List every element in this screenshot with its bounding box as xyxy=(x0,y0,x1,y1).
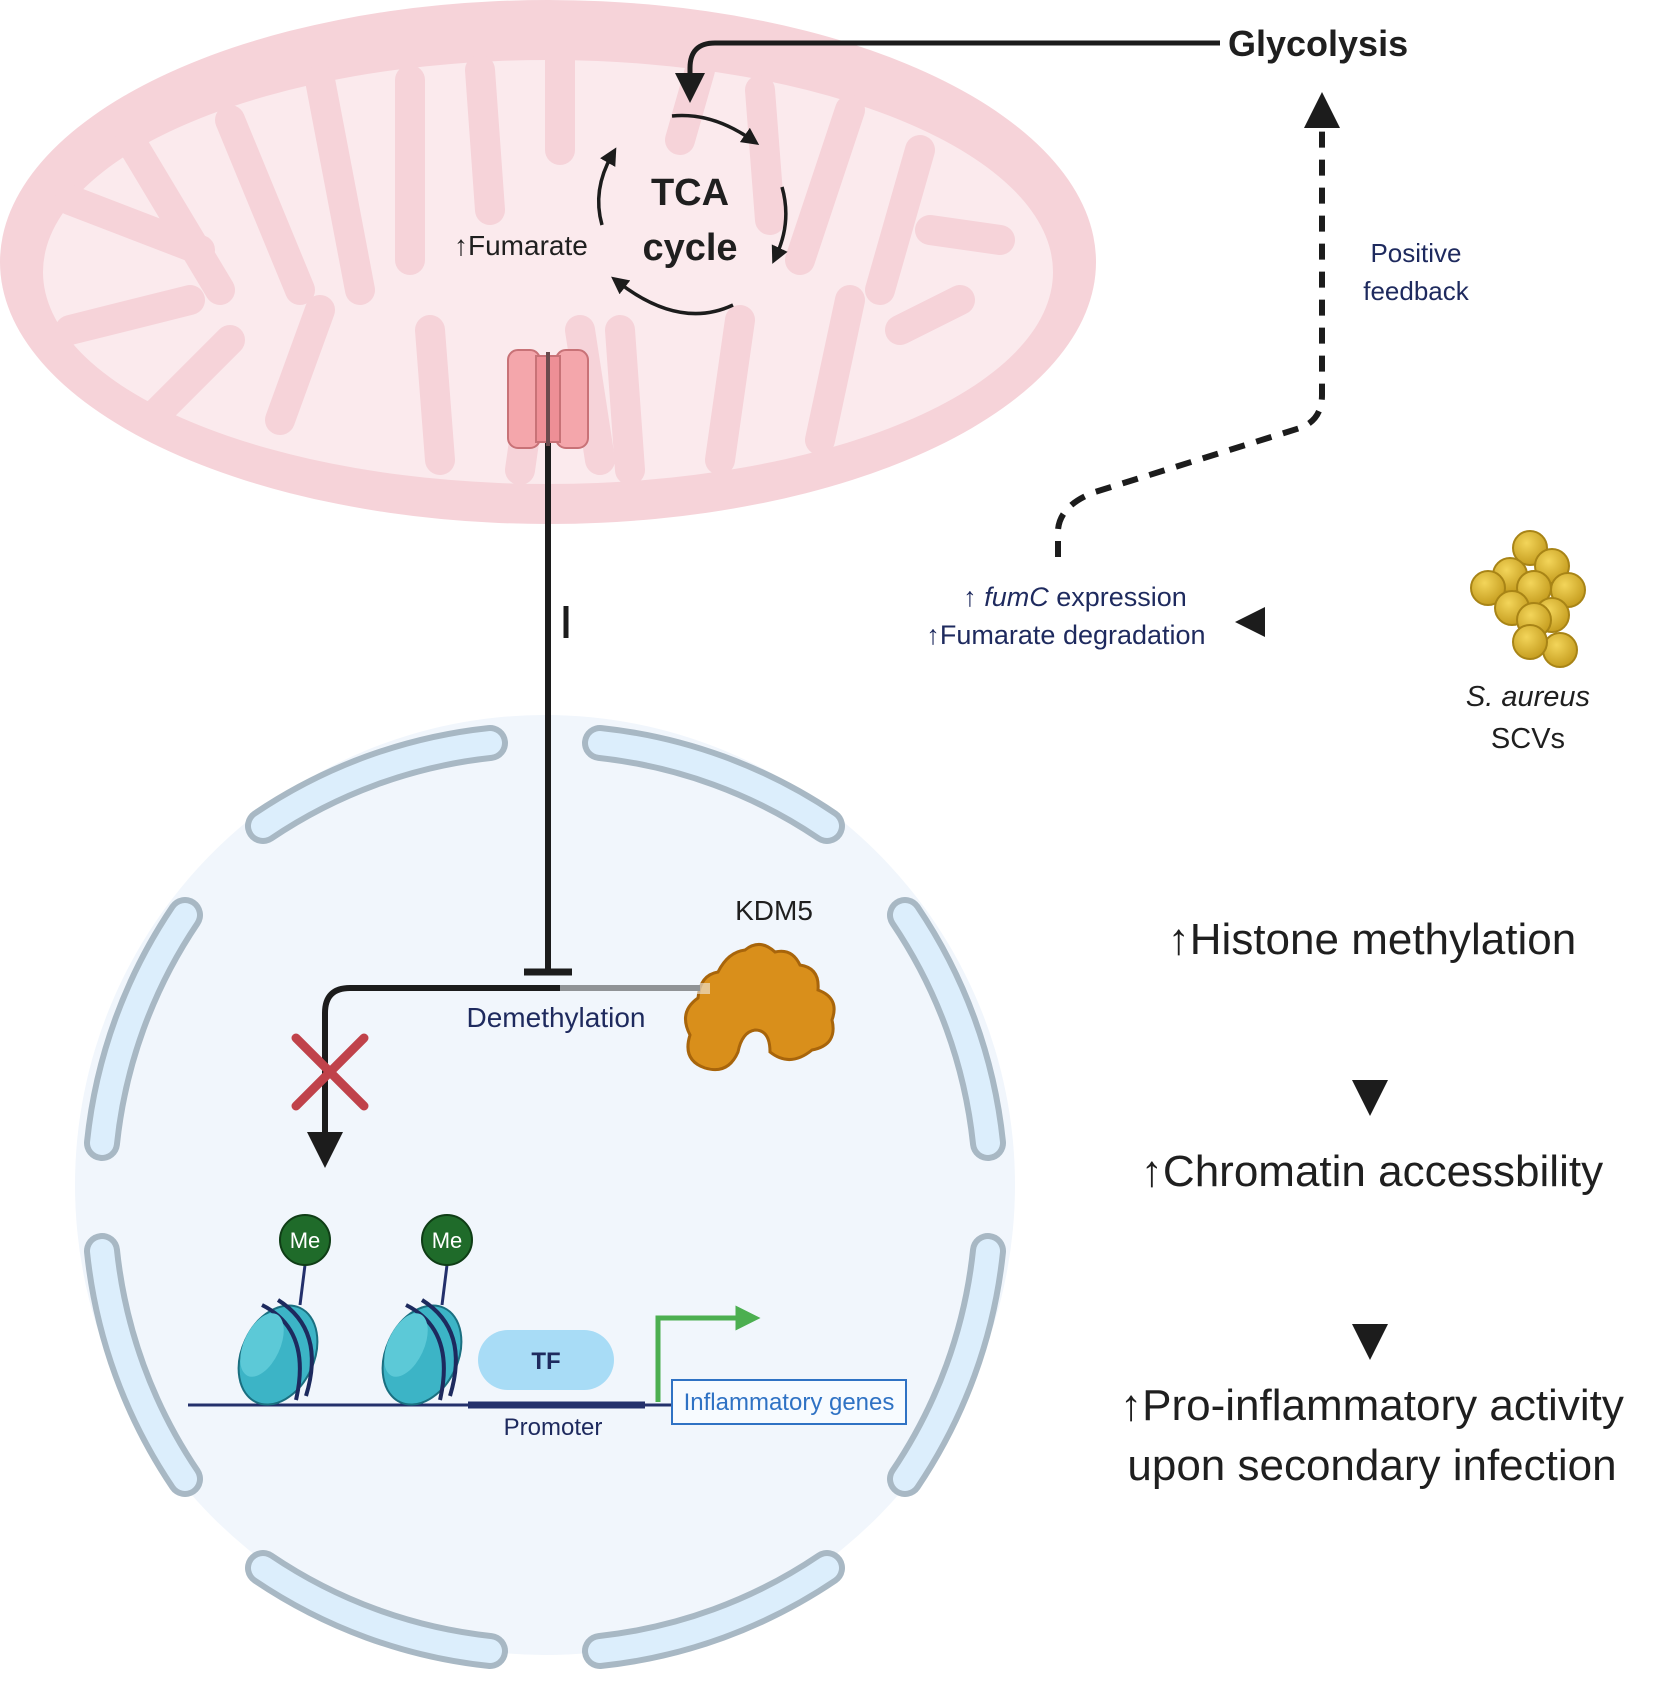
tca-arrow-left xyxy=(596,147,617,226)
glycolysis-to-tca-arrow xyxy=(675,40,1220,103)
fumarate-label: ↑Fumarate xyxy=(454,230,588,261)
chromatin: Me Me TF Promoter Inflammatory genes xyxy=(188,1214,907,1441)
tca-arrow-top xyxy=(671,113,760,146)
transcription-factor: TF xyxy=(478,1330,614,1390)
kdm5-label: KDM5 xyxy=(735,895,813,926)
demethylation-label: Demethylation xyxy=(467,1002,646,1033)
histone-methylation-label: ↑Histone methylation xyxy=(1168,915,1576,964)
nuclear-envelope xyxy=(84,725,1006,1669)
pro-inflammatory-label-line1: ↑Pro-inflammatory activity xyxy=(1120,1381,1624,1430)
mitochondrion-cristae xyxy=(55,45,1015,485)
methyl-mark-1-label: Me xyxy=(290,1228,321,1253)
blocked-x-icon xyxy=(291,1033,369,1111)
tca-label-line1: TCA xyxy=(651,172,729,214)
mitochondrial-transporter-channel xyxy=(507,349,589,449)
inflammatory-genes-label: Inflammatory genes xyxy=(684,1389,895,1416)
outcome-cascade: ↑Histone methylation ↑Chromatin accessbi… xyxy=(1120,915,1624,1490)
demethylation-line-fade xyxy=(560,983,710,994)
chromatin-accessibility-label: ↑Chromatin accessbility xyxy=(1141,1147,1603,1196)
tca-arrow-right xyxy=(771,186,788,264)
tf-label: TF xyxy=(531,1348,560,1375)
positive-feedback-label-line2: feedback xyxy=(1363,276,1470,306)
positive-feedback-label-line1: Positive xyxy=(1370,238,1461,268)
pro-inflammatory-label-line2: upon secondary infection xyxy=(1127,1441,1616,1490)
tca-label-line2: cycle xyxy=(642,227,737,269)
glycolysis-label: Glycolysis xyxy=(1228,23,1408,64)
methyl-mark-2: Me xyxy=(421,1214,473,1266)
methyl-mark-2-label: Me xyxy=(432,1228,463,1253)
fumarate-degradation-label: ↑Fumarate degradation xyxy=(926,620,1205,650)
s-aureus-cluster-icon xyxy=(1470,530,1586,668)
s-aureus-label: S. aureus xyxy=(1466,681,1590,713)
inflammatory-genes-box xyxy=(671,1379,907,1425)
kdm5-enzyme-icon xyxy=(684,943,836,1072)
promoter-label: Promoter xyxy=(504,1414,603,1441)
mitochondrion xyxy=(0,0,1096,524)
transcription-start-arrow xyxy=(655,1305,761,1402)
nucleosome-2 xyxy=(381,1264,463,1406)
demethylation-line xyxy=(307,985,700,1168)
positive-feedback-arrow xyxy=(1055,92,1340,557)
tca-arrow-bottom xyxy=(611,276,734,316)
scvs-label: SCVs xyxy=(1491,723,1565,755)
tca-cycle: TCA cycle ↑Fumarate xyxy=(454,113,788,316)
methyl-mark-1: Me xyxy=(279,1214,331,1266)
nucleosome-1 xyxy=(237,1264,319,1406)
fumc-expression-label: ↑ fumC expression xyxy=(963,582,1187,612)
